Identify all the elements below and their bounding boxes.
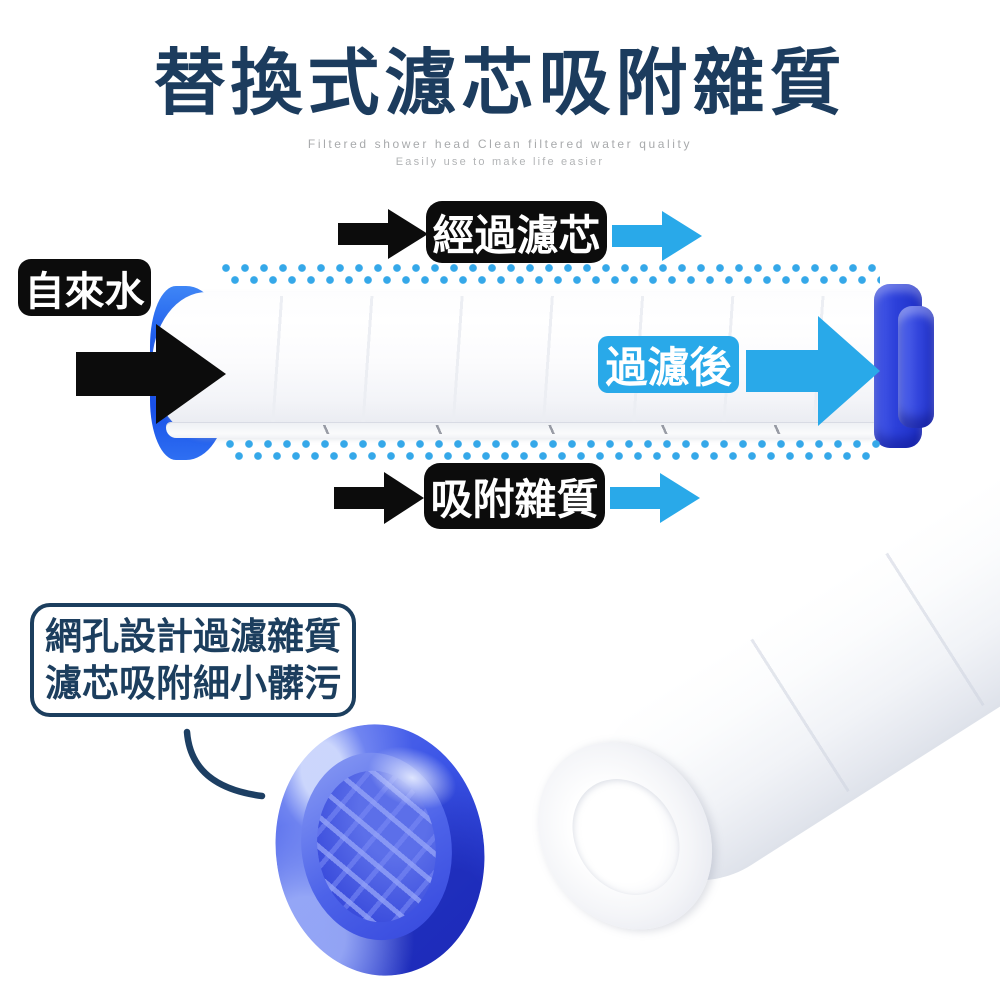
callout-pointer-arc — [183, 728, 266, 800]
label-after-filter: 過濾後 — [598, 336, 739, 393]
cyan-arrow-right-icon — [612, 211, 702, 261]
subtitle-line-1: Filtered shower head Clean filtered wate… — [307, 137, 693, 151]
label-adsorb-impurities: 吸附雜質 — [424, 463, 605, 529]
callout-line-2: 濾芯吸附細小髒污 — [45, 663, 341, 704]
subtitle-line-2: Easily use to make life easier — [395, 156, 605, 168]
callout-box: 網孔設計過濾雜質 濾芯吸附細小髒污 — [30, 603, 356, 717]
label-through-filter: 經過濾芯 — [426, 201, 607, 263]
water-dots-top — [222, 264, 880, 289]
page-title: 替換式濾芯吸附雜質 — [153, 44, 847, 124]
subtitle: Filtered shower head Clean filtered wate… — [0, 137, 1000, 168]
water-dots-bottom — [226, 440, 880, 465]
cylinder-lip-ticks — [226, 425, 876, 434]
cartridge-right-cap-boss — [898, 306, 934, 428]
cylinder-bottom-lip — [166, 423, 886, 438]
callout-line-1: 網孔設計過濾雜質 — [45, 616, 341, 657]
big-black-arrow-right-icon — [76, 324, 226, 424]
black-arrow-right-icon — [334, 472, 424, 524]
big-cyan-arrow-right-icon — [746, 316, 880, 426]
cyan-arrow-right-icon — [610, 473, 700, 523]
label-tap-water: 自來水 — [18, 259, 151, 316]
black-arrow-right-icon — [338, 209, 428, 259]
blue-mesh-cap-photo — [259, 710, 501, 990]
